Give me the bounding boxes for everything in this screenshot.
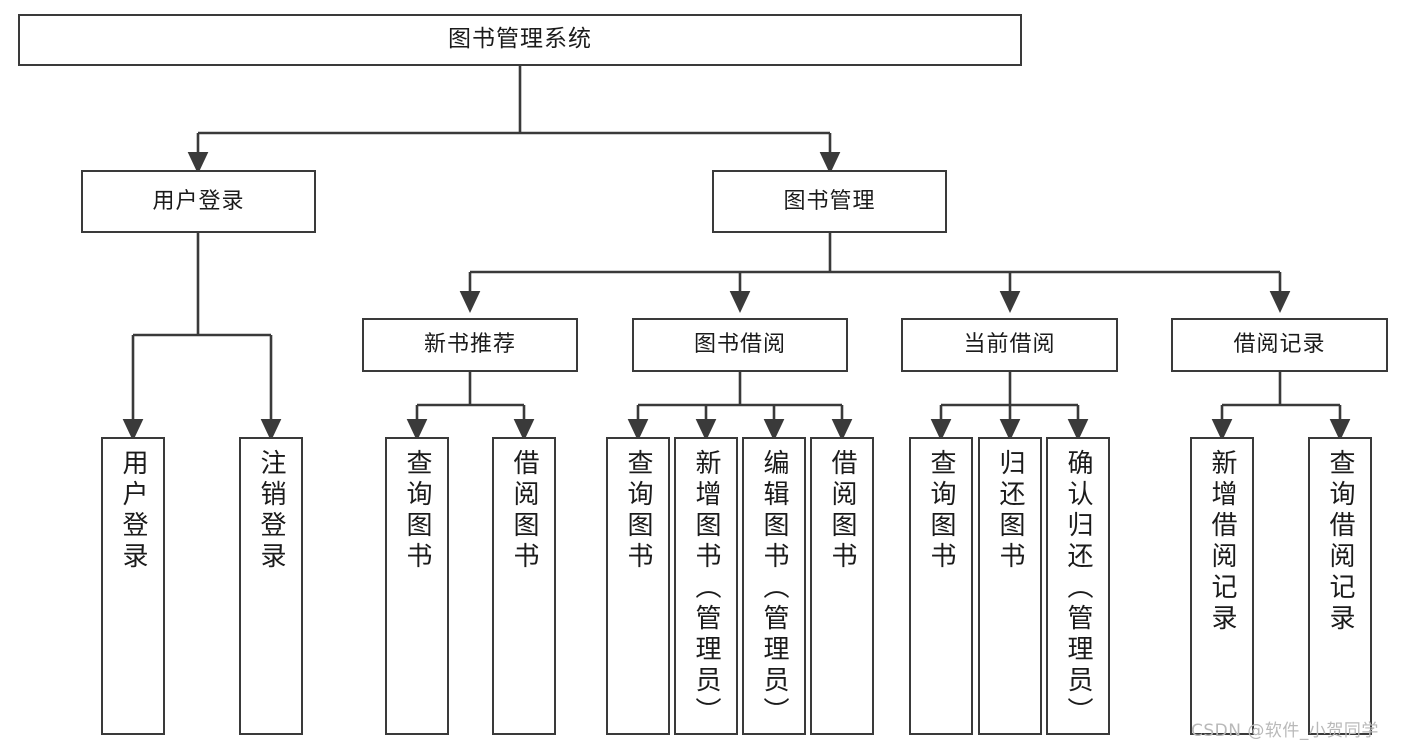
leaf-borrow-book-new-rec[interactable]: 借阅图书: [492, 437, 556, 735]
node-label: 借阅图书: [509, 449, 539, 573]
leaf-query-book-borrow[interactable]: 查询图书: [606, 437, 670, 735]
leaf-borrow-book[interactable]: 借阅图书: [810, 437, 874, 735]
node-label: 编辑图书（管理员）: [759, 449, 789, 728]
leaf-query-book-new-rec[interactable]: 查询图书: [385, 437, 449, 735]
node-label: 注销登录: [256, 449, 286, 573]
csdn-watermark: CSDN @软件_小贺同学: [1191, 721, 1379, 741]
leaf-query-book-current[interactable]: 查询图书: [909, 437, 973, 735]
leaf-add-borrow-record[interactable]: 新增借阅记录: [1190, 437, 1254, 735]
leaf-edit-book-admin[interactable]: 编辑图书（管理员）: [742, 437, 806, 735]
node-label: 查询图书: [926, 449, 956, 573]
node-label: 查询借阅记录: [1325, 449, 1355, 635]
node-label: 查询图书: [402, 449, 432, 573]
node-new-book-recommendation[interactable]: 新书推荐: [362, 318, 578, 372]
node-label: 图书借阅: [693, 332, 786, 358]
node-label: 图书管理系统: [448, 26, 592, 53]
leaf-confirm-return-admin[interactable]: 确认归还（管理员）: [1046, 437, 1110, 735]
node-label: 借阅图书: [827, 449, 857, 573]
node-label: 查询图书: [623, 449, 653, 573]
node-label: 归还图书: [995, 449, 1025, 573]
node-root-book-management-system[interactable]: 图书管理系统: [18, 14, 1022, 66]
node-book-borrowing[interactable]: 图书借阅: [632, 318, 848, 372]
node-label: 用户登录: [152, 188, 245, 214]
leaf-return-book[interactable]: 归还图书: [978, 437, 1042, 735]
node-label: 新增图书（管理员）: [691, 449, 721, 728]
leaf-add-book-admin[interactable]: 新增图书（管理员）: [674, 437, 738, 735]
leaf-query-borrow-record[interactable]: 查询借阅记录: [1308, 437, 1372, 735]
node-label: 新增借阅记录: [1207, 449, 1237, 635]
node-borrowing-record[interactable]: 借阅记录: [1171, 318, 1388, 372]
node-label: 确认归还（管理员）: [1063, 449, 1093, 728]
node-book-management[interactable]: 图书管理: [712, 170, 947, 233]
leaf-user-login[interactable]: 用户登录: [101, 437, 165, 735]
node-label: 新书推荐: [423, 332, 516, 358]
node-user-login[interactable]: 用户登录: [81, 170, 316, 233]
node-label: 当前借阅: [963, 332, 1056, 358]
node-label: 图书管理: [783, 188, 876, 214]
node-current-borrowing[interactable]: 当前借阅: [901, 318, 1118, 372]
node-label: 借阅记录: [1233, 332, 1326, 358]
node-label: 用户登录: [118, 449, 148, 573]
leaf-logout[interactable]: 注销登录: [239, 437, 303, 735]
